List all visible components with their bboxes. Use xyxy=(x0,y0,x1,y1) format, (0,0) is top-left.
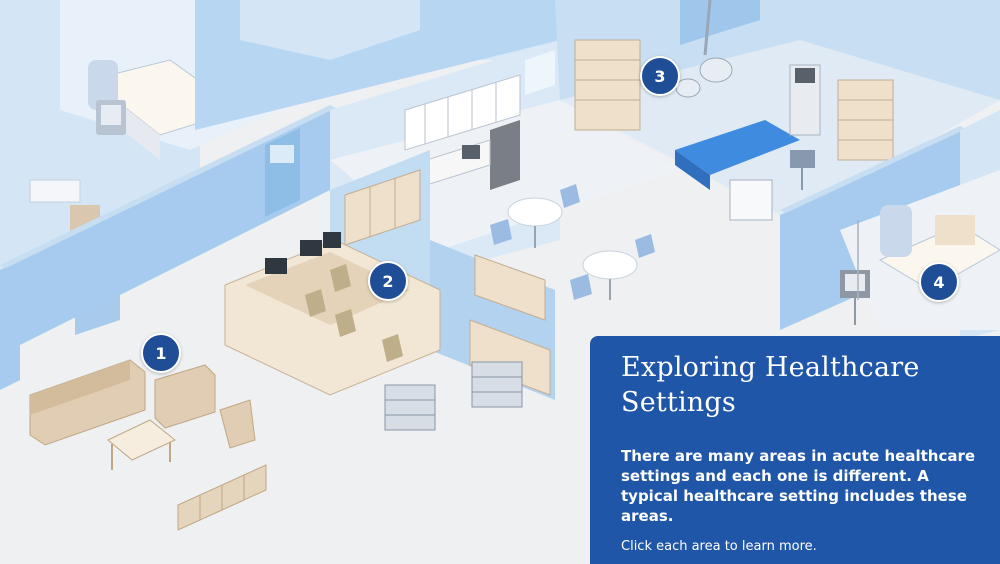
area-1-marker[interactable]: 1 xyxy=(141,333,181,373)
area-3-marker[interactable]: 3 xyxy=(640,56,680,96)
info-panel: Exploring Healthcare Settings There are … xyxy=(590,336,1000,564)
lower-left-wall xyxy=(0,345,20,390)
divider-wall-left xyxy=(0,110,330,355)
area-2-marker[interactable]: 2 xyxy=(368,261,408,301)
area-patient-room-right xyxy=(840,110,1000,340)
area-nurses-station xyxy=(224,150,555,431)
area-waiting-room xyxy=(29,359,267,531)
divider-wall-top xyxy=(0,105,336,268)
area-4-marker[interactable]: 4 xyxy=(919,262,959,302)
panel-instruction: Click each area to learn more. xyxy=(621,539,817,554)
panel-description: There are many areas in acute healthcare… xyxy=(621,447,976,525)
panel-title: Exploring Healthcare Settings xyxy=(621,352,920,418)
